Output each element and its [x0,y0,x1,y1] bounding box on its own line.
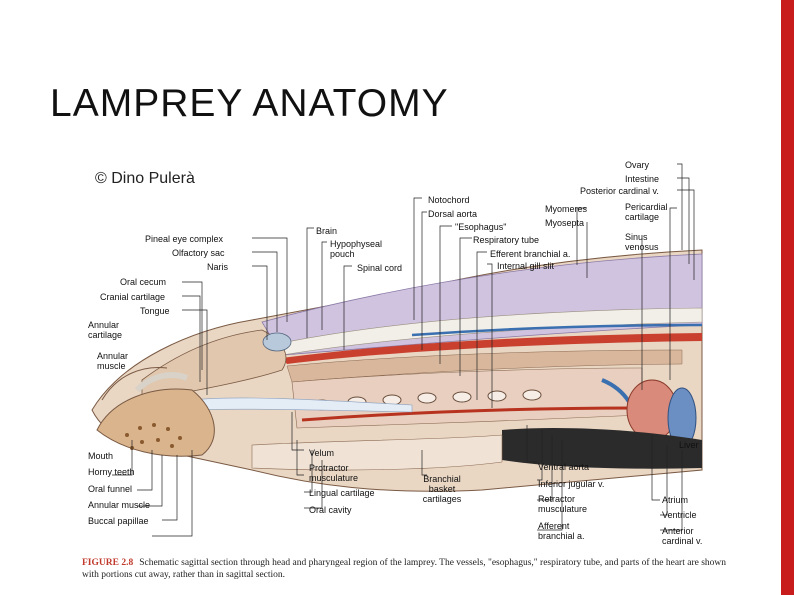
label-pineal: Pineal eye complex [145,234,224,244]
label-olfactory: Olfactory sac [172,248,225,258]
label-annular-muscle-lower: Annular muscle [88,500,151,510]
label-mouth: Mouth [88,451,114,461]
label-annular-cartilage: Annular cartilage [88,320,123,340]
label-hypophyseal: Hypophyseal pouch [330,239,383,259]
label-oral-cavity: Oral cavity [309,505,352,515]
label-ventricle: Ventricle [662,510,697,520]
label-atrium: Atrium [662,495,689,505]
label-notochord: Notochord [428,195,470,205]
label-myomeres: Myomeres [545,204,588,214]
label-brain: Brain [316,226,338,236]
caption-text: Schematic sagittal section through head … [82,558,727,580]
label-posterior-cardinal: Posterior cardinal v. [580,186,659,196]
label-lingual-cartilage: Lingual cartilage [309,488,375,498]
label-protractor: Protractor musculature [309,463,359,483]
label-sinus-venosus: Sinus venosus [625,232,659,252]
caption-label: FIGURE 2.8 [82,558,134,568]
label-ovary: Ovary [625,160,650,170]
label-esophagus: "Esophagus" [455,222,507,232]
label-velum: Velum [309,448,335,458]
label-dorsal-aorta: Dorsal aorta [428,209,478,219]
label-afferent-branchial: Afferent branchial a. [538,521,585,541]
label-efferent-branchial: Efferent branchial a. [490,249,571,259]
label-liver: Liver [679,440,699,450]
accent-bar [781,0,794,595]
label-oral-cecum: Oral cecum [120,277,167,287]
label-anterior-cardinal: Anterior cardinal v. [662,526,703,546]
label-internal-gill-slit: Internal gill slit [497,261,555,271]
label-horny-teeth: Horny teeth [88,467,135,477]
label-pericardial-cartilage: Pericardial cartilage [625,202,668,222]
label-respiratory-tube: Respiratory tube [473,235,540,245]
label-intestine: Intestine [625,174,660,184]
label-retractor: Retractor musculature [538,494,588,514]
slide-title: LAMPREY ANATOMY [50,82,449,125]
label-naris: Naris [207,262,229,272]
label-annular-muscle: Annular muscle [97,351,129,371]
lamprey-illustration [91,163,703,537]
label-cranial-cartilage: Cranial cartilage [100,292,166,302]
image-credit: © Dino Pulerà [95,170,195,187]
label-myosepta: Myosepta [545,218,585,228]
label-buccal-papillae: Buccal papillae [88,516,149,526]
label-tongue: Tongue [140,306,170,316]
label-spinal-cord: Spinal cord [357,263,403,273]
label-oral-funnel: Oral funnel [88,484,133,494]
label-ventral-aorta: Ventral aorta [538,462,590,472]
label-branchial-basket: Branchial basket cartilages [422,474,462,504]
label-inferior-jugular: Inferior jugular v. [538,479,605,489]
